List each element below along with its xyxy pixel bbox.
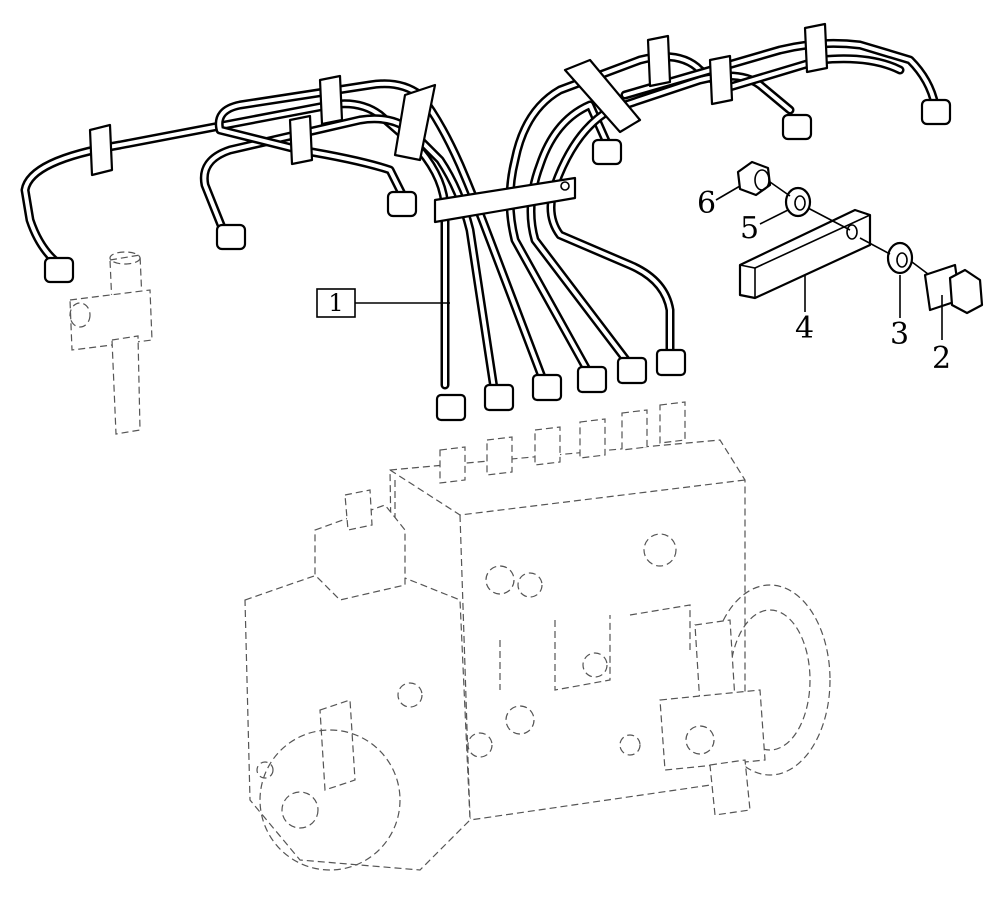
callout-5-label: 5 xyxy=(740,211,759,246)
callout-2: 2 xyxy=(932,295,951,376)
pipe-bracket xyxy=(433,176,577,224)
callout-6: 6 xyxy=(697,185,741,221)
injector-union-nuts xyxy=(43,98,952,284)
hex-nut-part xyxy=(736,160,772,197)
pump-union-nuts xyxy=(435,348,687,422)
fuel-pipes xyxy=(20,38,940,400)
delivery-valve-stubs xyxy=(439,401,686,484)
callout-2-label: 2 xyxy=(932,341,951,376)
injection-pump-ghost xyxy=(244,401,831,871)
callout-5: 5 xyxy=(740,209,789,246)
pipe-clips xyxy=(88,22,829,177)
washer-upper-part xyxy=(784,186,812,218)
washer-lower-part xyxy=(886,241,914,275)
callout-4-label: 4 xyxy=(795,311,814,346)
callout-6-label: 6 xyxy=(697,186,716,221)
callout-3-label: 3 xyxy=(890,317,909,352)
clamp-hardware xyxy=(736,160,984,315)
callout-group-1: 1 xyxy=(316,288,450,318)
callout-4: 4 xyxy=(795,275,814,346)
bolt-part xyxy=(923,263,984,315)
clamp-bar-part xyxy=(738,208,872,300)
injector-ghost xyxy=(69,251,153,435)
callout-3: 3 xyxy=(890,275,909,352)
callout-1-label: 1 xyxy=(328,289,343,317)
